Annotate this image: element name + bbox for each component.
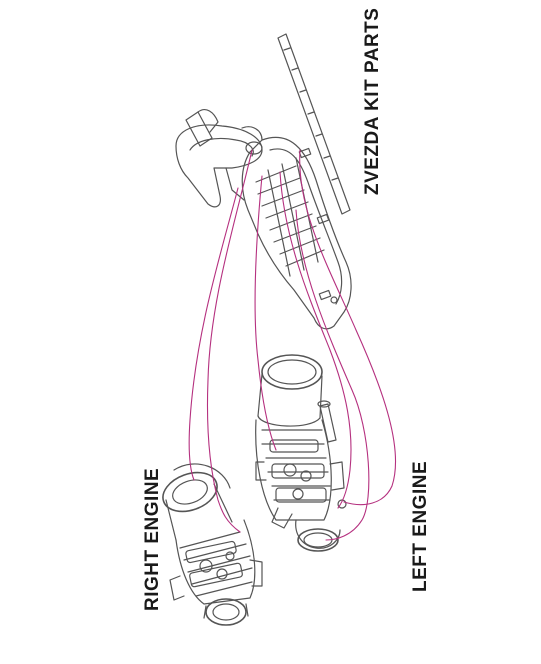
kit-parts-label: ZVEZDA KIT PARTS (362, 7, 383, 195)
connector-line (279, 171, 352, 509)
right-engine-assembly (162, 463, 263, 626)
left-engine-assembly (255, 354, 347, 552)
connector-line (295, 209, 370, 541)
nacelle-kit-part (175, 109, 263, 208)
fuselage-tray-part (241, 33, 352, 330)
connector-line (254, 175, 277, 451)
connector-line (206, 149, 253, 533)
right-engine-label: RIGHT ENGINE (142, 467, 163, 611)
connector-line (299, 149, 397, 506)
left-engine-label: LEFT ENGINE (410, 460, 431, 592)
connector-lines (188, 149, 397, 541)
connector-line (188, 187, 239, 481)
